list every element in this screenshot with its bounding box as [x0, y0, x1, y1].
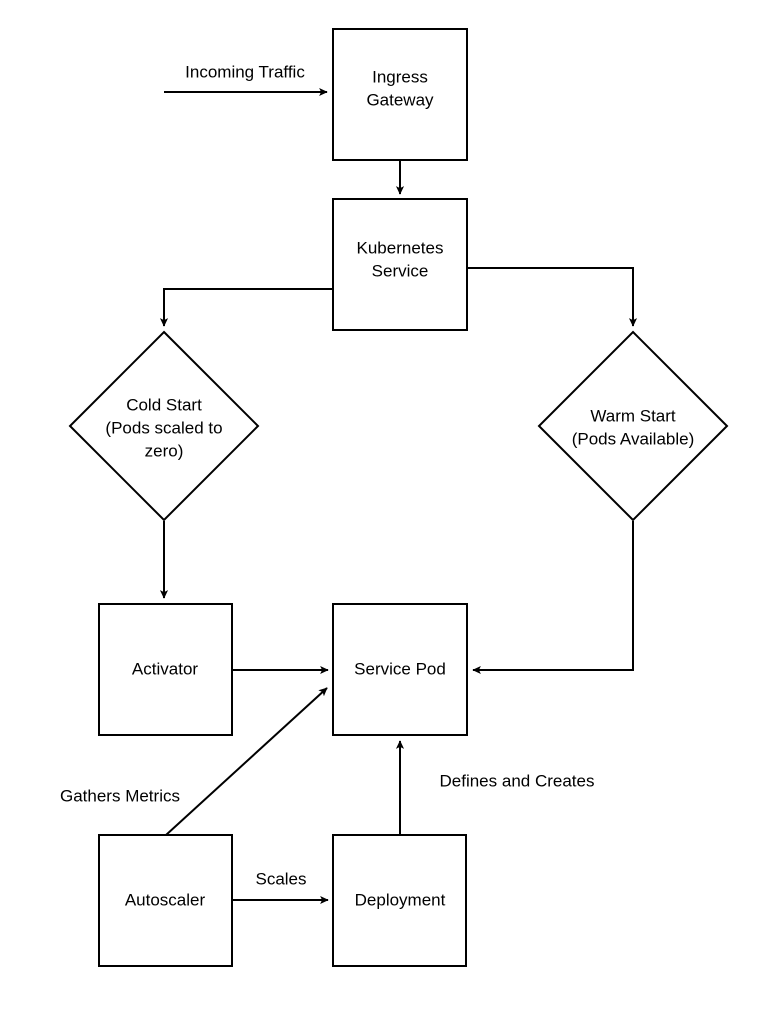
- edge-label-defines-and-creates: Defines and Creates: [440, 771, 595, 790]
- node-warm-start-diamond[interactable]: [537, 330, 729, 522]
- node-warm-start-label-line1: Warm Start: [590, 406, 676, 425]
- node-cold-start[interactable]: Cold Start (Pods scaled to zero): [68, 330, 260, 522]
- edge-warm-start-to-service-pod-line: [472, 521, 634, 675]
- node-autoscaler[interactable]: Autoscaler: [98, 834, 233, 967]
- node-service-pod-label: Service Pod: [354, 659, 446, 678]
- edge-autoscaler-to-deployment: Scales: [232, 869, 329, 905]
- edge-deployment-to-service-pod: Defines and Creates: [395, 740, 595, 834]
- node-ingress-gateway[interactable]: Ingress Gateway: [332, 28, 468, 161]
- node-ingress-gateway-label-line2: Gateway: [366, 90, 434, 109]
- node-activator[interactable]: Activator: [98, 603, 233, 736]
- edge-kubernetes-service-to-warm-start-line: [467, 267, 638, 327]
- node-cold-start-label-line1: Cold Start: [126, 395, 202, 414]
- node-autoscaler-label: Autoscaler: [125, 890, 206, 909]
- node-kubernetes-service-label-line2: Service: [372, 261, 429, 280]
- node-deployment[interactable]: Deployment: [332, 834, 467, 967]
- node-warm-start-label-line2: (Pods Available): [572, 429, 695, 448]
- node-ingress-gateway-label-line1: Ingress: [372, 67, 428, 86]
- node-cold-start-label-line3: zero): [145, 441, 184, 460]
- edge-autoscaler-to-service-pod-line: [165, 687, 328, 836]
- node-deployment-box[interactable]: [332, 834, 467, 967]
- node-kubernetes-service-label-line1: Kubernetes: [357, 238, 444, 257]
- node-kubernetes-service-box[interactable]: [332, 198, 468, 331]
- node-cold-start-label-line2: (Pods scaled to: [105, 418, 222, 437]
- edge-incoming-traffic: Incoming Traffic: [164, 62, 328, 97]
- edge-warm-start-to-service-pod: [472, 521, 634, 675]
- edge-kubernetes-service-to-cold-start-line: [159, 288, 334, 327]
- edge-label-incoming-traffic: Incoming Traffic: [185, 62, 305, 81]
- node-deployment-label: Deployment: [355, 890, 446, 909]
- edge-label-scales: Scales: [255, 869, 306, 888]
- node-service-pod[interactable]: Service Pod: [332, 603, 468, 736]
- node-warm-start[interactable]: Warm Start (Pods Available): [537, 330, 729, 522]
- node-cold-start-diamond[interactable]: [68, 330, 260, 522]
- edge-kubernetes-service-to-cold-start: [159, 288, 334, 327]
- node-service-pod-box[interactable]: [332, 603, 468, 736]
- edge-kubernetes-service-to-warm-start: [467, 267, 638, 327]
- node-activator-label: Activator: [132, 659, 198, 678]
- node-activator-box[interactable]: [98, 603, 233, 736]
- node-ingress-gateway-box[interactable]: [332, 28, 468, 161]
- node-kubernetes-service[interactable]: Kubernetes Service: [332, 198, 468, 331]
- edge-label-gathers-metrics: Gathers Metrics: [60, 786, 180, 805]
- edge-autoscaler-to-service-pod: Gathers Metrics: [60, 687, 328, 836]
- node-autoscaler-box[interactable]: [98, 834, 233, 967]
